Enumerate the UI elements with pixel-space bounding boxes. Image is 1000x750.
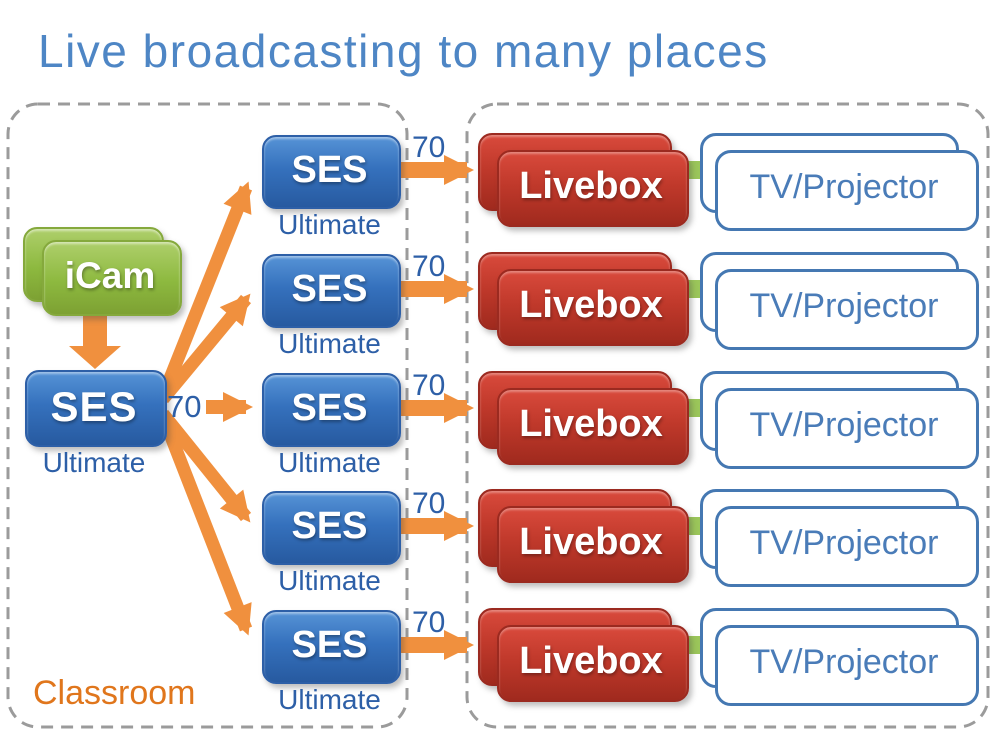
encoder-label: SES	[50, 383, 138, 430]
receiver-node-5	[497, 625, 689, 702]
relay-sublabel-3: Ultimate	[278, 447, 381, 478]
relay-port-2: 70	[412, 250, 446, 283]
relay-label-1: SES	[291, 149, 368, 191]
relay-port-3: 70	[412, 369, 446, 402]
fan-arrow-1	[156, 181, 253, 399]
slide-title: Live broadcasting to many places	[38, 25, 769, 77]
relay-node-3	[262, 373, 401, 447]
receiver-label-5: Livebox	[519, 640, 663, 682]
display-node-4	[715, 506, 979, 587]
display-label-5: TV/Projector	[749, 643, 939, 681]
receiver-node-3	[497, 388, 689, 465]
display-node-3	[715, 388, 979, 469]
relay-label-2: SES	[291, 268, 368, 310]
encoder-sublabel: Ultimate	[42, 447, 146, 478]
display-label-3: TV/Projector	[749, 406, 939, 444]
relay-node-4	[262, 491, 401, 565]
relay-label-4: SES	[291, 505, 368, 547]
relay-sublabel-1: Ultimate	[278, 209, 381, 240]
receiver-node-2	[497, 269, 689, 346]
relay-label-5: SES	[291, 624, 368, 666]
display-label-2: TV/Projector	[749, 287, 939, 325]
fan-arrow-2	[157, 293, 252, 404]
classroom-group-label: Classroom	[33, 674, 196, 712]
relay-port-5: 70	[412, 606, 446, 639]
relay-node-1	[262, 135, 401, 209]
relay-sublabel-5: Ultimate	[278, 684, 381, 715]
receiver-label-3: Livebox	[519, 403, 663, 445]
camera-node	[42, 240, 182, 316]
encoder-port-label: 70	[167, 389, 202, 424]
receiver-node-1	[497, 150, 689, 227]
receiver-node-4	[497, 506, 689, 583]
relay-sublabel-2: Ultimate	[278, 328, 381, 359]
relay-port-4: 70	[412, 487, 446, 520]
display-label-4: TV/Projector	[749, 524, 939, 562]
relay-label-3: SES	[291, 387, 368, 429]
display-label-1: TV/Projector	[749, 168, 939, 206]
camera-label: iCam	[64, 255, 156, 296]
display-node-2	[715, 269, 979, 350]
display-node-1	[715, 150, 979, 231]
relay-node-5	[262, 610, 401, 684]
relay-port-1: 70	[412, 131, 446, 164]
fan-arrow-5	[156, 413, 253, 636]
camera-to-encoder-arrowhead	[69, 346, 121, 369]
receiver-label-1: Livebox	[519, 165, 663, 207]
fan-arrow-4	[157, 409, 252, 523]
receiver-label-4: Livebox	[519, 521, 663, 563]
receiver-label-2: Livebox	[519, 284, 663, 326]
relay-sublabel-4: Ultimate	[278, 565, 381, 596]
display-node-5	[715, 625, 979, 706]
relay-node-2	[262, 254, 401, 328]
encoder-node	[25, 370, 167, 447]
